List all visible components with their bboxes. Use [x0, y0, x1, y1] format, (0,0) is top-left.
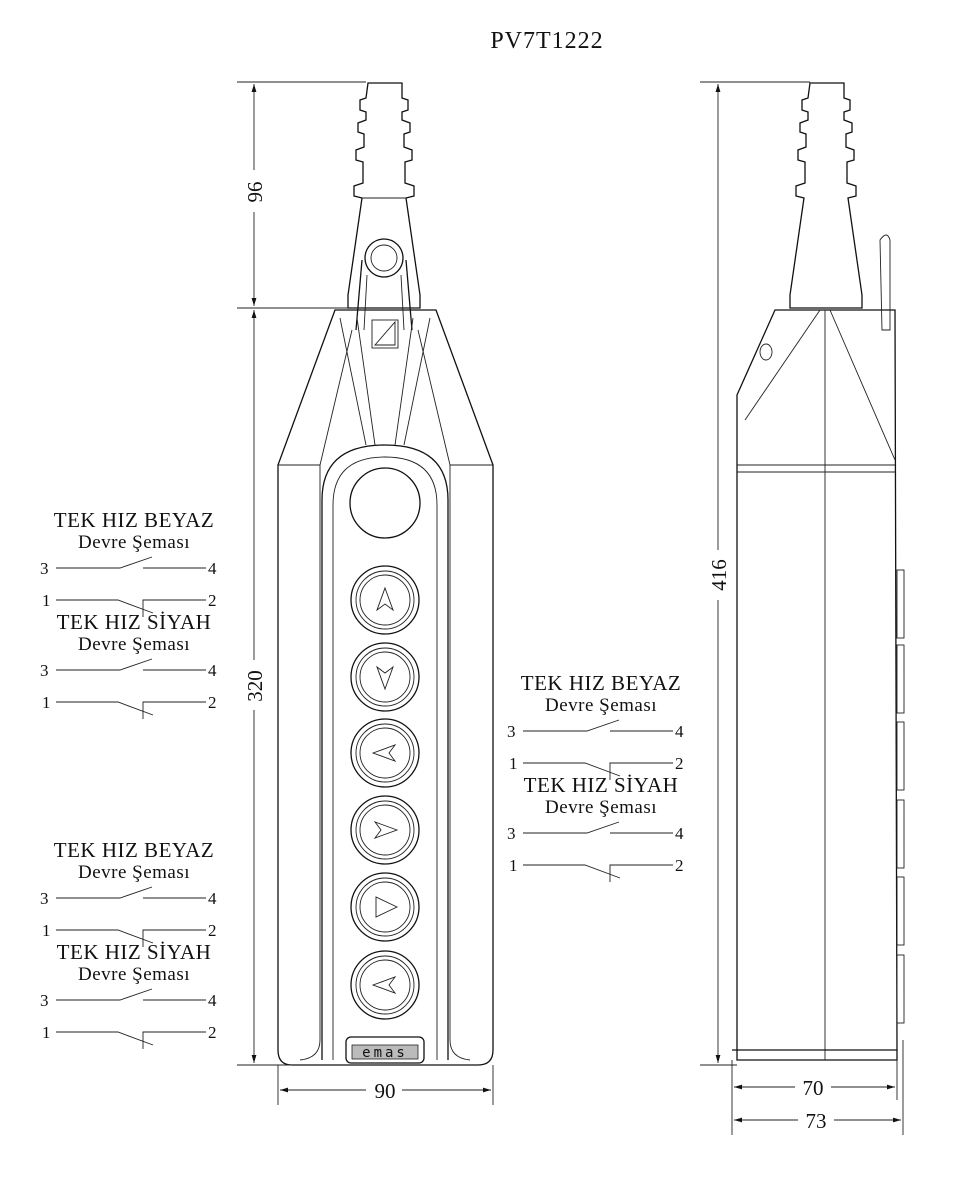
- normally-open-contact: [523, 821, 673, 834]
- pushbutton-3[interactable]: [350, 718, 420, 788]
- terminal-4: 4: [208, 991, 217, 1010]
- terminal-3: 3: [507, 722, 516, 741]
- terminal-3: 3: [40, 889, 49, 908]
- normally-open-contact: [56, 988, 206, 1001]
- terminal-2: 2: [208, 921, 217, 940]
- terminal-4: 4: [675, 824, 684, 843]
- schematic-subtitle: Devre Şeması: [78, 862, 190, 883]
- schematic-heading: TEK HIZ SİYAH: [57, 940, 212, 964]
- pushbutton-2[interactable]: [350, 642, 420, 712]
- dim-gland-height: 96: [243, 182, 267, 203]
- pushbutton-1[interactable]: [350, 565, 420, 635]
- schematic-subtitle: Devre Şeması: [78, 634, 190, 655]
- normally-closed-contact: [56, 1031, 206, 1049]
- terminal-1: 1: [509, 856, 518, 875]
- terminal-2: 2: [208, 1023, 217, 1042]
- normally-closed-contact: [523, 864, 673, 882]
- side-button-boot: [896, 569, 905, 639]
- normally-closed-contact: [56, 701, 206, 719]
- arrow-down-icon: [376, 665, 394, 691]
- terminal-1: 1: [42, 921, 51, 940]
- side-button-boot: [896, 799, 905, 869]
- side-button-boot: [896, 644, 905, 714]
- normally-closed-contact: [56, 929, 206, 947]
- normally-closed-contact: [56, 599, 206, 617]
- pushbutton-6[interactable]: [350, 950, 420, 1020]
- terminal-2: 2: [675, 754, 684, 773]
- schematic-heading: TEK HIZ BEYAZ: [54, 838, 214, 862]
- schematic-subtitle: Devre Şeması: [545, 797, 657, 818]
- side-button-boot: [896, 876, 905, 946]
- cable-gland: [347, 82, 421, 331]
- schematic-heading: TEK HIZ BEYAZ: [54, 508, 214, 532]
- terminal-3: 3: [507, 824, 516, 843]
- top-blank-cap: [349, 467, 421, 539]
- dim-front-width: 90: [375, 1079, 396, 1103]
- normally-open-contact: [56, 658, 206, 671]
- terminal-1: 1: [42, 591, 51, 610]
- arrow-left-icon: [371, 976, 397, 994]
- schematic-heading: TEK HIZ BEYAZ: [521, 671, 681, 695]
- dim-total-height: 416: [707, 559, 731, 591]
- side-button-boot: [896, 721, 905, 791]
- terminal-1: 1: [509, 754, 518, 773]
- dim-side-depth: 70: [803, 1076, 824, 1100]
- terminal-4: 4: [208, 661, 217, 680]
- button-panel: [321, 444, 449, 1060]
- brand-logo: emas: [345, 1036, 425, 1064]
- pushbutton-5[interactable]: [350, 872, 420, 942]
- normally-open-contact: [523, 719, 673, 732]
- pushbutton-4[interactable]: [350, 795, 420, 865]
- terminal-4: 4: [208, 559, 217, 578]
- arrow-right-icon: [373, 821, 399, 839]
- side-view: [732, 82, 905, 1061]
- terminal-4: 4: [208, 889, 217, 908]
- terminal-2: 2: [208, 591, 217, 610]
- side-button-boot: [896, 954, 905, 1024]
- schematic-subtitle: Devre Şeması: [78, 532, 190, 553]
- dimensions: 96 320 416 90 70 73: [237, 81, 904, 1135]
- terminal-2: 2: [208, 693, 217, 712]
- terminal-3: 3: [40, 559, 49, 578]
- schematic-heading: TEK HIZ SİYAH: [524, 773, 679, 797]
- front-view: emas: [277, 82, 494, 1066]
- terminal-3: 3: [40, 661, 49, 680]
- normally-closed-contact: [523, 762, 673, 780]
- schematic-subtitle: Devre Şeması: [545, 695, 657, 716]
- svg-text:emas: emas: [362, 1045, 408, 1061]
- arrow-left-icon: [371, 744, 397, 762]
- terminal-1: 1: [42, 1023, 51, 1042]
- dim-side-depth-total: 73: [806, 1109, 827, 1133]
- drawing-title: PV7T1222: [490, 28, 603, 54]
- schematic-heading: TEK HIZ SİYAH: [57, 610, 212, 634]
- normally-open-contact: [56, 556, 206, 569]
- terminal-2: 2: [675, 856, 684, 875]
- normally-open-contact: [56, 886, 206, 899]
- dim-body-height: 320: [243, 670, 267, 702]
- arrow-up-icon: [376, 586, 394, 612]
- terminal-4: 4: [675, 722, 684, 741]
- terminal-1: 1: [42, 693, 51, 712]
- schematic-subtitle: Devre Şeması: [78, 964, 190, 985]
- housing-outline: [277, 309, 494, 1066]
- terminal-3: 3: [40, 991, 49, 1010]
- arrow-right-icon: [375, 896, 399, 918]
